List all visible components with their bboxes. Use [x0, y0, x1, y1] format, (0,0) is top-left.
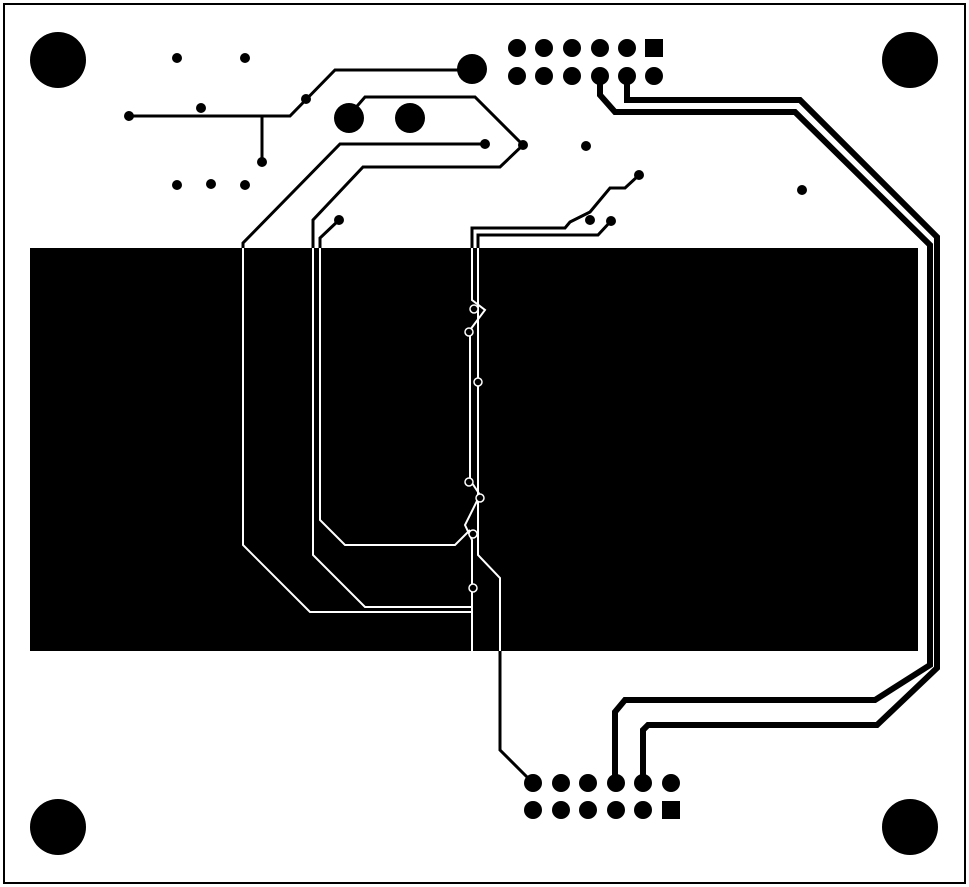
- via-icon: [518, 140, 528, 150]
- header-pad-icon: [591, 67, 609, 85]
- header-pad-icon: [508, 67, 526, 85]
- via-icon: [172, 180, 182, 190]
- trace: [624, 76, 940, 783]
- via-icon: [124, 111, 134, 121]
- pad-icon: [395, 103, 425, 133]
- mounting-hole-icon: [30, 799, 86, 855]
- trace: [241, 142, 485, 248]
- pad-icon: [334, 103, 364, 133]
- header-pad-icon: [634, 801, 652, 819]
- header-pad-icon: [535, 67, 553, 85]
- via-icon: [473, 377, 483, 387]
- via-icon: [257, 157, 267, 167]
- pour-vias: [464, 304, 485, 593]
- mounting-hole-icon: [882, 799, 938, 855]
- header-pad-icon: [508, 39, 526, 57]
- trace: [597, 76, 933, 783]
- header-pad-icon: [552, 801, 570, 819]
- via-icon: [464, 477, 474, 487]
- trace: [311, 95, 526, 248]
- header-pad-icon: [607, 801, 625, 819]
- via-icon: [468, 583, 478, 593]
- trace: [312, 248, 472, 608]
- header-pad-icon: [662, 774, 680, 792]
- power-traces: [597, 76, 940, 783]
- trace: [476, 219, 613, 248]
- header-pad-icon: [535, 39, 553, 57]
- mounting-holes: [30, 32, 938, 855]
- via-icon: [480, 139, 490, 149]
- via-icon: [206, 179, 216, 189]
- header-pad-icon: [618, 67, 636, 85]
- via-icon: [172, 53, 182, 63]
- trace: [470, 173, 641, 248]
- via-icon: [334, 215, 344, 225]
- pad-icon: [457, 54, 487, 84]
- header-pad-icon: [591, 39, 609, 57]
- large-pads: [334, 54, 487, 133]
- vias: [124, 53, 807, 226]
- via-icon: [797, 185, 807, 195]
- via-icon: [634, 170, 644, 180]
- header-pin1-icon: [645, 39, 663, 57]
- header-pad-icon: [563, 39, 581, 57]
- header-top: [508, 39, 663, 85]
- trace: [319, 248, 471, 546]
- header-pad-icon: [552, 774, 570, 792]
- via-icon: [196, 103, 206, 113]
- via-icon: [585, 215, 595, 225]
- via-icon: [468, 529, 478, 539]
- header-pad-icon: [645, 67, 663, 85]
- via-icon: [469, 304, 479, 314]
- header-pad-icon: [579, 801, 597, 819]
- top-traces: [129, 68, 641, 785]
- header-pad-icon: [563, 67, 581, 85]
- via-icon: [606, 216, 616, 226]
- mounting-hole-icon: [882, 32, 938, 88]
- trace: [129, 68, 472, 118]
- header-pad-icon: [634, 774, 652, 792]
- via-icon: [475, 493, 485, 503]
- via-icon: [240, 53, 250, 63]
- trace: [242, 248, 472, 613]
- header-pin1-icon: [662, 801, 680, 819]
- header-bottom: [524, 774, 680, 819]
- trace: [498, 651, 535, 785]
- via-icon: [464, 327, 474, 337]
- header-pad-icon: [607, 774, 625, 792]
- via-icon: [240, 180, 250, 190]
- trace: [318, 218, 341, 248]
- via-icon: [581, 141, 591, 151]
- header-pad-icon: [579, 774, 597, 792]
- mounting-hole-icon: [30, 32, 86, 88]
- via-icon: [301, 94, 311, 104]
- header-pad-icon: [524, 774, 542, 792]
- header-pad-icon: [524, 801, 542, 819]
- header-pad-icon: [618, 39, 636, 57]
